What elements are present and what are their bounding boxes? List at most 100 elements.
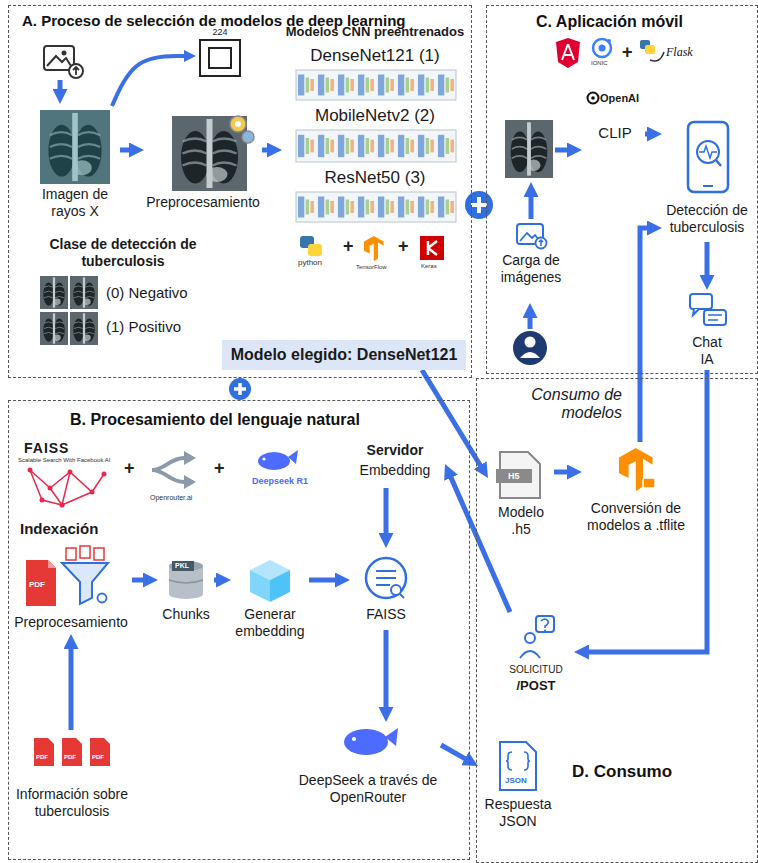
- cube-icon: [250, 570, 270, 602]
- request-icon: [541, 619, 548, 628]
- label-text: PDF: [36, 754, 48, 761]
- model-node: OpenAICLIP: [585, 88, 645, 150]
- openai-logo: [591, 96, 595, 100]
- label-text: python: [298, 258, 322, 267]
- faiss-logo: [102, 472, 107, 477]
- faiss-logo: [28, 468, 33, 473]
- xray-image: [505, 120, 553, 178]
- node-text: FAISS: [350, 606, 422, 623]
- node-text: Detección de tuberculosis: [662, 202, 752, 236]
- tensorflow-logo: [364, 236, 384, 261]
- label-text: PDF: [29, 580, 45, 589]
- database-icon: [169, 561, 203, 599]
- network-diagram: [296, 70, 456, 100]
- angular-logo: [562, 44, 574, 60]
- user-icon: [520, 352, 540, 358]
- icon-node: DeepSeek a través de OpenRouter: [295, 722, 441, 812]
- flow-arrow: [705, 242, 710, 277]
- icon-node: Modelo .h5: [488, 448, 554, 542]
- label-text: Deepseek R1: [252, 476, 308, 486]
- upload-icon: [44, 46, 83, 78]
- openai-logo: [588, 93, 599, 104]
- node-text: Generar embedding: [231, 606, 309, 640]
- ionic-logo: [599, 45, 606, 52]
- icon-node: Respuesta JSON: [478, 738, 558, 834]
- gear-icon: [230, 116, 246, 132]
- openai-logo: [588, 93, 599, 104]
- faiss-logo: [68, 470, 73, 475]
- node-text: SOLICITUD: [498, 664, 574, 676]
- upload-icon: [517, 224, 547, 249]
- resize-icon: [209, 48, 231, 68]
- angular-logo: [556, 38, 580, 68]
- flow-arrow: [112, 56, 185, 106]
- xray-thumbnail: [70, 312, 98, 345]
- flask-logo: [645, 45, 655, 54]
- chat-icon: [690, 294, 712, 309]
- label-text: Indexación: [20, 520, 98, 537]
- gear-icon: [235, 121, 241, 127]
- ionic-logo: [593, 39, 611, 57]
- search-icon: [366, 558, 406, 598]
- deepseek-logo: [352, 737, 356, 741]
- icon-node: Detección de tuberculosis: [662, 118, 752, 242]
- plus-badge: [465, 191, 493, 219]
- node-text: Preprocesamiento: [144, 194, 262, 211]
- upload-icon: [69, 64, 83, 78]
- deepseek-logo: [262, 457, 265, 460]
- server-node: ServidorEmbedding: [345, 440, 445, 488]
- python-logo: [300, 236, 322, 256]
- node-text: DenseNet121 (1): [282, 46, 468, 66]
- file-icon: [496, 452, 540, 498]
- image-node: Preprocesamiento: [144, 112, 262, 216]
- size-icon: 224: [196, 26, 244, 78]
- user-icon: [525, 337, 536, 348]
- json-icon: [500, 742, 536, 790]
- ionic-logo: [593, 39, 611, 57]
- label-text: JSON: [505, 776, 527, 785]
- request-icon: [520, 651, 540, 658]
- resize-icon: [200, 40, 240, 76]
- xray-image: [40, 110, 110, 184]
- node-text: Información sobre tuberculosis: [10, 786, 134, 820]
- flask-logo: [650, 52, 664, 61]
- json-icon: [500, 742, 536, 790]
- plus-badge: [229, 378, 251, 400]
- label-text: PKL: [175, 562, 189, 570]
- node-text: C. Aplicación móvil: [536, 12, 683, 31]
- flow-arrow: [262, 148, 269, 153]
- flow-arrow: [441, 745, 466, 759]
- keras-logo: [420, 236, 444, 260]
- label-text: +: [124, 458, 135, 479]
- chip-badge: [643, 478, 655, 488]
- label-text: PDF: [92, 754, 104, 761]
- label-text: Consumo de modelos: [498, 386, 622, 423]
- deepseek-logo: [288, 450, 298, 464]
- angular-logo: [556, 38, 580, 68]
- flow-arrow: [529, 196, 534, 220]
- funnel-icon: [80, 546, 90, 558]
- node-text: Preprocesamiento: [10, 614, 132, 631]
- flow-arrow: [645, 132, 649, 137]
- cube-icon: [250, 560, 290, 602]
- pdf-icon: [34, 738, 54, 766]
- icon-node: Preprocesamiento: [10, 542, 132, 634]
- node-text: Embedding: [345, 462, 445, 479]
- node-text: Chunks: [158, 606, 214, 623]
- node-text: B. Procesamiento del lenguaje natural: [70, 410, 360, 429]
- label-text: Keras: [421, 263, 437, 270]
- node-text: CLIP: [585, 124, 645, 142]
- node-text: MobileNetv2 (2): [282, 106, 468, 126]
- upload-icon: [47, 56, 71, 66]
- label-text: Flask: [666, 46, 693, 60]
- flow-arrow: [132, 578, 145, 583]
- phone-icon: [703, 185, 713, 187]
- database-icon: [172, 561, 194, 571]
- node-text: Servidor: [345, 442, 445, 459]
- ionic-logo: [607, 39, 611, 43]
- flow-arrow: [450, 476, 510, 612]
- phone-icon: [716, 160, 721, 166]
